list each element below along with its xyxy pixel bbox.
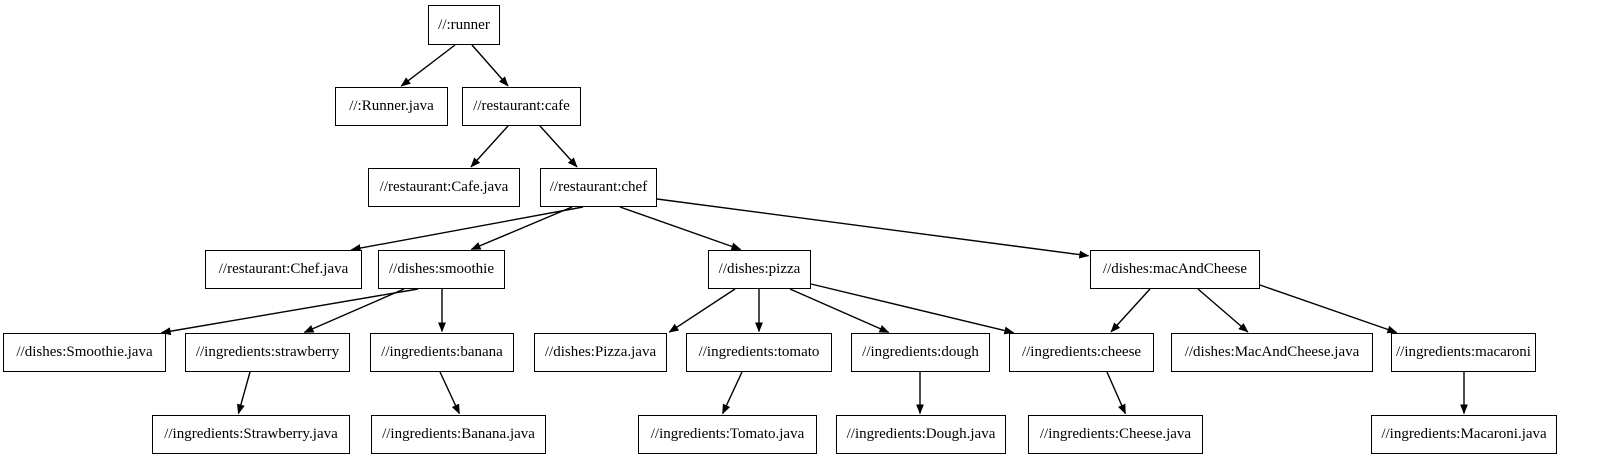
graph-node-runner[interactable]: //:runner <box>428 5 500 45</box>
graph-node-cafe_java[interactable]: //restaurant:Cafe.java <box>368 168 520 207</box>
graph-node-label: //restaurant:Cafe.java <box>379 179 509 195</box>
graph-node-strawberry[interactable]: //ingredients:strawberry <box>185 333 350 372</box>
graph-node-label: //ingredients:Macaroni.java <box>1381 426 1547 442</box>
graph-node-chef[interactable]: //restaurant:chef <box>540 168 657 207</box>
graph-node-smoothie_java[interactable]: //dishes:Smoothie.java <box>3 333 166 372</box>
graph-node-label: //ingredients:Strawberry.java <box>164 426 338 442</box>
graph-edge-chef-to-smoothie <box>470 206 573 251</box>
graph-node-label: //dishes:Pizza.java <box>544 344 657 360</box>
graph-edge-macandcheese-to-cheese <box>1110 288 1151 333</box>
graph-node-dough[interactable]: //ingredients:dough <box>851 333 990 372</box>
graph-node-macandcheese[interactable]: //dishes:macAndCheese <box>1090 250 1260 289</box>
graph-node-macaroni_java[interactable]: //ingredients:Macaroni.java <box>1371 415 1557 454</box>
graph-node-tomato[interactable]: //ingredients:tomato <box>686 333 832 372</box>
graph-node-label: //dishes:pizza <box>718 261 801 277</box>
graph-node-strawberry_java[interactable]: //ingredients:Strawberry.java <box>152 415 350 454</box>
graph-edge-pizza-to-cheese <box>810 283 1015 335</box>
graph-node-macandcheese_java[interactable]: //dishes:MacAndCheese.java <box>1171 333 1373 372</box>
graph-node-cheese[interactable]: //ingredients:cheese <box>1009 333 1154 372</box>
graph-edge-chef-to-pizza <box>619 206 742 251</box>
graph-node-label: //restaurant:cafe <box>473 98 570 114</box>
graph-node-label: //ingredients:Dough.java <box>846 426 996 442</box>
graph-node-label: //ingredients:dough <box>862 344 979 360</box>
graph-node-cheese_java[interactable]: //ingredients:Cheese.java <box>1028 415 1203 454</box>
graph-edge-strawberry-to-strawberry_java <box>237 371 251 415</box>
graph-node-cafe[interactable]: //restaurant:cafe <box>462 87 581 126</box>
graph-edge-pizza-to-dough <box>789 288 890 334</box>
graph-edge-chef-to-chef_java <box>350 206 584 252</box>
graph-node-label: //ingredients:Cheese.java <box>1039 426 1192 442</box>
graph-node-label: //ingredients:Tomato.java <box>650 426 805 442</box>
graph-node-label: //dishes:MacAndCheese.java <box>1184 344 1360 360</box>
graph-node-label: //dishes:smoothie <box>389 261 494 277</box>
graph-node-pizza[interactable]: //dishes:pizza <box>708 250 811 289</box>
graph-edge-runner-to-runner_java <box>400 44 456 87</box>
graph-node-label: //ingredients:strawberry <box>195 344 340 360</box>
graph-node-dough_java[interactable]: //ingredients:Dough.java <box>836 415 1006 454</box>
graph-edge-smoothie-to-strawberry <box>303 288 405 334</box>
graph-node-label: //ingredients:tomato <box>698 344 820 360</box>
graph-node-macaroni[interactable]: //ingredients:macaroni <box>1391 333 1536 372</box>
graph-node-chef_java[interactable]: //restaurant:Chef.java <box>205 250 362 289</box>
graph-node-pizza_java[interactable]: //dishes:Pizza.java <box>534 333 667 372</box>
graph-edge-macandcheese-to-macandcheese_java <box>1197 288 1249 333</box>
graph-edge-runner-to-cafe <box>471 44 509 87</box>
graph-node-label: //ingredients:macaroni <box>1396 344 1531 360</box>
graph-node-tomato_java[interactable]: //ingredients:Tomato.java <box>638 415 817 454</box>
graph-edge-cafe-to-cafe_java <box>470 125 509 168</box>
graph-node-label: //restaurant:Chef.java <box>218 261 349 277</box>
graph-edge-cafe-to-chef <box>539 125 578 168</box>
graph-node-label: //ingredients:banana <box>381 344 503 360</box>
graph-node-label: //:Runner.java <box>349 98 434 114</box>
graph-edge-pizza-to-pizza_java <box>668 288 736 333</box>
graph-node-label: //ingredients:cheese <box>1021 344 1142 360</box>
graph-node-label: //ingredients:Banana.java <box>382 426 535 442</box>
graph-node-banana_java[interactable]: //ingredients:Banana.java <box>371 415 546 454</box>
graph-edge-banana-to-banana_java <box>439 371 461 415</box>
graph-edge-cheese-to-cheese_java <box>1106 371 1127 415</box>
graph-edge-chef-to-macandcheese <box>656 198 1090 259</box>
graph-node-smoothie[interactable]: //dishes:smoothie <box>378 250 505 289</box>
graph-edge-macandcheese-to-macaroni <box>1259 284 1398 334</box>
graph-node-runner_java[interactable]: //:Runner.java <box>335 87 448 126</box>
graph-node-banana[interactable]: //ingredients:banana <box>370 333 514 372</box>
graph-edge-tomato-to-tomato_java <box>721 371 743 415</box>
graph-node-label: //dishes:macAndCheese <box>1102 261 1248 277</box>
graph-node-label: //restaurant:chef <box>549 179 648 195</box>
graph-edge-smoothie-to-smoothie_java <box>160 288 419 336</box>
graph-node-label: //dishes:Smoothie.java <box>16 344 153 360</box>
graph-node-label: //:runner <box>438 16 490 33</box>
